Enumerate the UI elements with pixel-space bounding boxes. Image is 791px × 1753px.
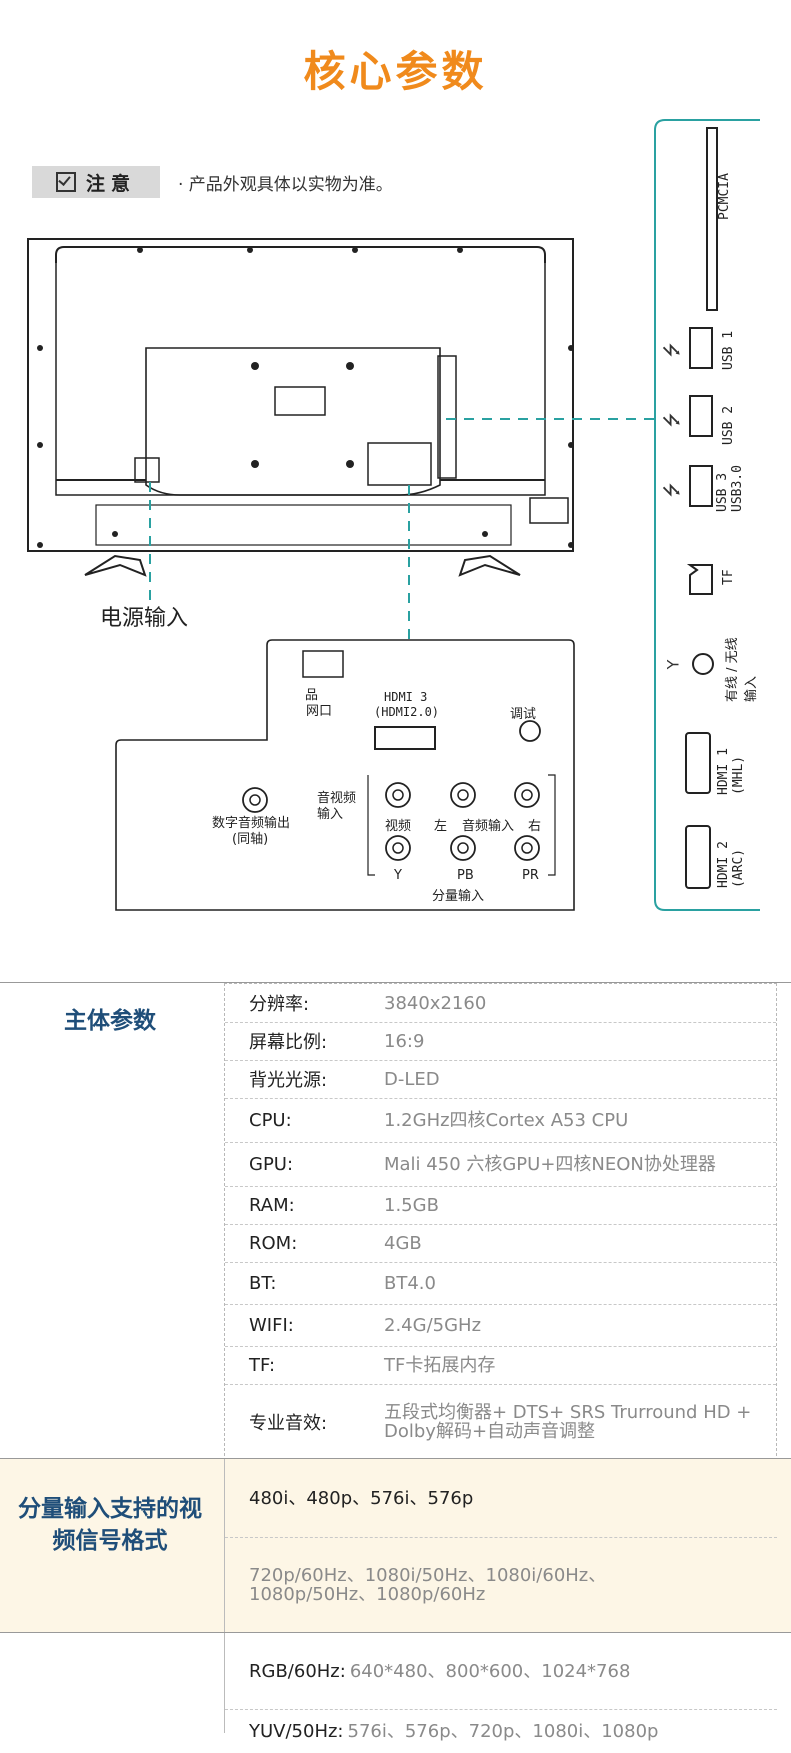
note-badge-label: 注意 [85,172,136,195]
antenna-label: 有线 / 无线输入 [725,637,759,702]
spec-row: 屏幕比例:16:9 [225,1022,776,1061]
digital-audio-sub-label: (同轴) [232,832,269,847]
component-pb-label: PB [457,868,474,883]
hdmi-formats-body: RGB/60Hz:640*480、800*600、1024*768 YUV/50… [224,1633,777,1742]
video-label: 视频 [385,819,412,834]
tv-rear-diagram [27,119,760,911]
usb2-icon: ⭍ [661,412,683,428]
spec-row: 720p/60Hz、1080i/50Hz、1080i/60Hz、1080p/50… [249,1565,607,1605]
lan-label: 网口 [306,704,333,719]
component-formats-label: 分量输入支持的视频信号格式 [18,1496,202,1554]
usb1-icon: ⭍ [661,342,683,358]
component-y-label: Y [394,868,402,883]
spec-row: YUV/50Hz:576i、576p、720p、1080i、1080p [249,1720,659,1742]
usb3-icon: ⭍ [661,482,683,498]
component-in-label: 分量输入 [432,889,485,904]
usb1-label: USB 1 [721,330,736,370]
spec-row: GPU:Mali 450 六核GPU+四核NEON协处理器 [225,1142,776,1187]
hdmi-formats-section: RGB/60Hz:640*480、800*600、1024*768 YUV/50… [0,1632,791,1742]
pcmcia-label: PCMCIA [717,173,732,220]
audio-in-label: 音频输入 [462,819,515,834]
checkbox-icon [55,172,76,192]
spec-row: CPU:1.2GHz四核Cortex A53 CPU [225,1098,776,1143]
digital-audio-label: 数字音频输出 [212,816,291,831]
spec-row: ROM:4GB [225,1224,776,1263]
main-params-body: 分辨率:3840x2160 屏幕比例:16:9 背光光源:D-LED CPU:1… [224,983,777,1461]
spec-row: 分辨率:3840x2160 [225,984,776,1023]
hdmi1-sub-label: (MHL) [731,755,746,795]
hdmi3-label: HDMI 3 [384,690,428,704]
av-in-label-2: 输入 [317,807,344,822]
component-formats-body: 480i、480p、576i、576p 720p/60Hz、1080i/50Hz… [224,1459,777,1633]
av-in-label: 音视频 [317,791,357,806]
usb2-label: USB 2 [721,405,736,445]
spec-row: WIFI:2.4G/5GHz [225,1304,776,1347]
hdmi2-sub-label: (ARC) [731,848,746,888]
main-params-label: 主体参数 [64,1008,156,1034]
usb3-label: USB 3 [715,472,730,512]
hdmi1-label: HDMI 1 [716,748,731,795]
note-text: · 产品外观具体以实物为准。 [178,175,393,195]
page-title: 核心参数 [303,47,488,96]
component-pr-label: PR [522,868,539,883]
spec-row: RAM:1.5GB [225,1186,776,1225]
hdmi3-sub-label: (HDMI2.0) [374,705,440,719]
debug-label: 调试 [510,707,537,722]
power-input-label: 电源输入 [100,606,189,631]
tv-frame [27,238,574,552]
spec-row: 480i、480p、576i、576p [225,1459,777,1538]
component-formats-section: 分量输入支持的视频信号格式 480i、480p、576i、576p 720p/6… [0,1458,791,1633]
antenna-icon: Y [663,659,683,670]
left-label: 左 [434,819,448,834]
tf-label: TF [721,569,736,585]
usb3-sub-label: USB3.0 [730,465,745,512]
main-params-section: 主体参数 分辨率:3840x2160 屏幕比例:16:9 背光光源:D-LED … [0,982,791,1461]
spec-row: 专业音效:五段式均衡器+ DTS+ SRS Trurround HD + Dol… [249,1402,752,1442]
spec-row: RGB/60Hz:640*480、800*600、1024*768 [225,1633,777,1710]
hdmi2-label: HDMI 2 [716,841,731,888]
lan-icon: 品 [305,688,319,703]
note-badge: 注意 [32,166,160,198]
right-label: 右 [528,819,542,834]
spec-row: TF:TF卡拓展内存 [225,1346,776,1385]
spec-row: 背光光源:D-LED [225,1060,776,1099]
spec-row: BT:BT4.0 [225,1262,776,1305]
